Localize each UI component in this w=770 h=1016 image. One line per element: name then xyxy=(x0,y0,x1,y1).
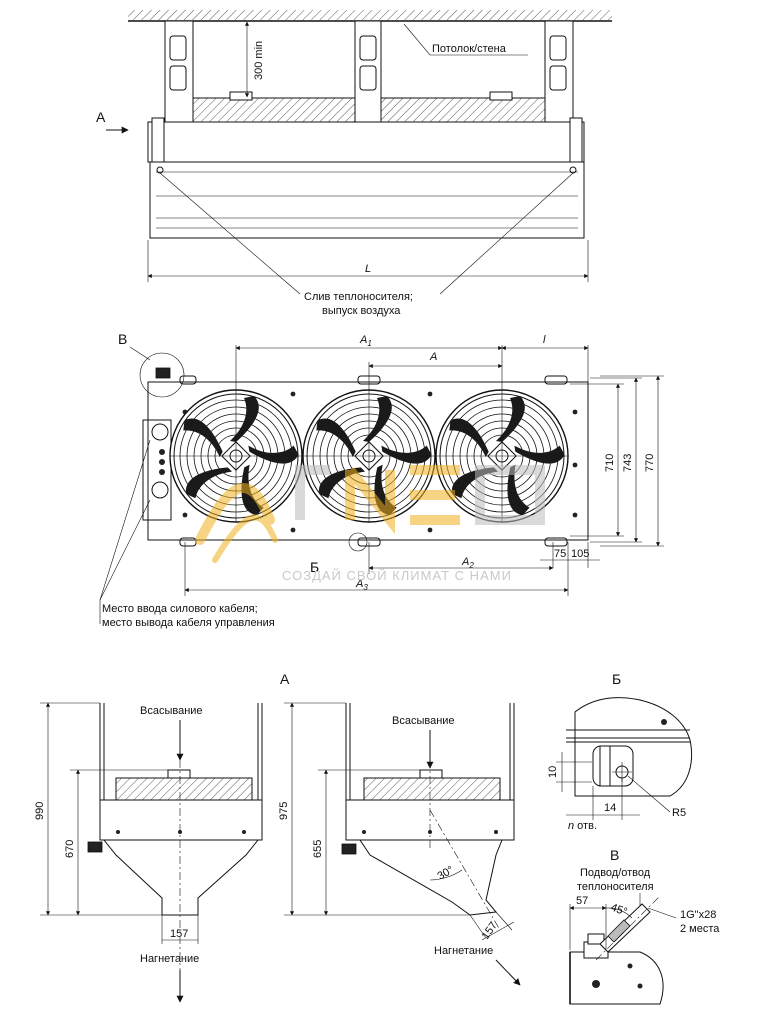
left-dim-157: 157 xyxy=(170,928,188,940)
dim-l: l xyxy=(543,334,546,346)
detail-b-marker: В xyxy=(118,331,127,347)
dim-770: 770 xyxy=(644,454,656,472)
side-view-left: Всасывание 990 670 157 Нагнетание xyxy=(34,702,263,1003)
right-dim-655: 655 xyxy=(312,840,324,858)
fan-1 xyxy=(169,389,303,523)
dim-300min: 300 min xyxy=(253,41,265,80)
side-connections xyxy=(151,423,169,499)
right-dim-975: 975 xyxy=(278,802,290,820)
detail-bcyr-circle xyxy=(348,532,368,552)
dim-A3: A3 xyxy=(355,578,368,592)
detail-bcyr-r5: R5 xyxy=(672,807,686,819)
coil-box xyxy=(149,161,585,239)
fan-3 xyxy=(435,389,569,523)
detail-v-places: 2 места xyxy=(680,923,720,935)
dim-L: L xyxy=(365,263,371,275)
front-view: В A1 A l 710 743 770 75 105 xyxy=(99,331,664,629)
top-view: 300 min Потолок/стена A L Слив теплоноси… xyxy=(96,10,612,317)
left-discharge-label: Нагнетание xyxy=(140,953,199,965)
detail-bcyr-marker: Б xyxy=(310,559,319,575)
detail-v-supply-1: Подвод/отвод xyxy=(580,867,651,879)
dim-A1: A1 xyxy=(359,334,372,348)
dim-A: A xyxy=(429,351,437,363)
right-dim-157: 157 xyxy=(480,920,500,942)
ceiling-hatch xyxy=(128,10,612,20)
detail-v-supply-2: теплоносителя xyxy=(577,881,654,893)
view-a-title: A xyxy=(280,671,290,687)
detail-bcyr: Б 10 14 n отв. R5 xyxy=(547,671,693,832)
view-a-marker: A xyxy=(96,109,106,125)
label-ceiling: Потолок/стена xyxy=(432,43,507,55)
label-drain-1: Слив теплоносителя; xyxy=(304,291,413,303)
right-discharge-label: Нагнетание xyxy=(434,945,493,957)
detail-bcyr-title: Б xyxy=(612,671,621,687)
dim-75: 75 xyxy=(554,548,566,560)
detail-v-dim-57: 57 xyxy=(576,895,588,907)
detail-v-thread: 1G"x28 xyxy=(680,909,716,921)
dim-743: 743 xyxy=(622,454,634,472)
dim-710: 710 xyxy=(604,454,616,472)
detail-v: В Подвод/отвод теплоносителя 57 45° 1G"x… xyxy=(569,847,720,1005)
detail-b-circle xyxy=(139,352,185,398)
detail-v-dim-45: 45° xyxy=(609,902,629,919)
detail-v-title: В xyxy=(610,847,619,863)
side-view-right: Всасывание 975 655 30° 157 Нагнетание xyxy=(278,702,521,986)
label-drain-2: выпуск воздуха xyxy=(322,305,401,317)
label-cable-2: место вывода кабеля управления xyxy=(102,617,275,629)
dim-105: 105 xyxy=(571,548,589,560)
watermark-tagline: СОЗДАЙ СВОЙ КЛИМАТ С НАМИ xyxy=(282,568,512,583)
dim-A2: A2 xyxy=(461,556,474,570)
detail-bcyr-holes: n отв. xyxy=(568,820,597,832)
left-dim-670: 670 xyxy=(64,840,76,858)
unit-body-top xyxy=(147,121,585,163)
left-suction-label: Всасывание xyxy=(140,705,203,717)
detail-bcyr-dim-10: 10 xyxy=(547,766,559,778)
right-suction-label: Всасывание xyxy=(392,715,455,727)
fan-tops xyxy=(192,91,546,123)
label-cable-1: Место ввода силового кабеля; xyxy=(102,603,258,615)
detail-bcyr-dim-14: 14 xyxy=(604,802,616,814)
watermark-logo xyxy=(195,465,545,563)
fan-2 xyxy=(302,389,436,523)
left-dim-990: 990 xyxy=(34,802,46,820)
